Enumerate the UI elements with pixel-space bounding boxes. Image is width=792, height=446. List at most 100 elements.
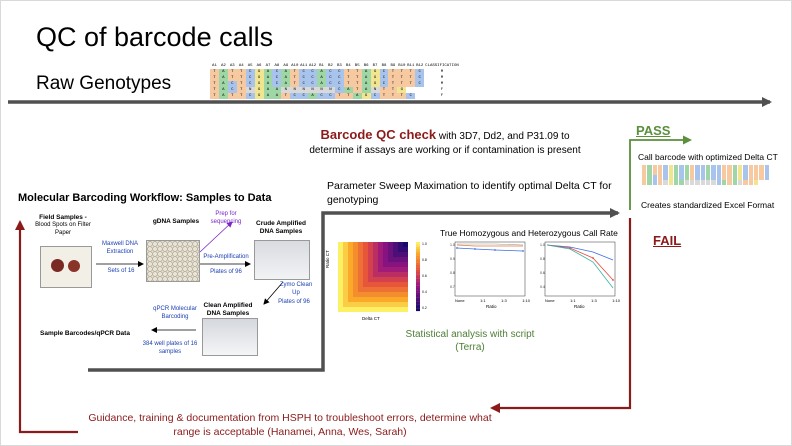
genotype-header-cell: B11 <box>407 64 415 68</box>
heatmap-cell <box>373 302 378 307</box>
heatmap-colorbar-segment <box>416 269 420 272</box>
output-table-cell <box>684 175 690 180</box>
genotype-call: T <box>236 93 246 99</box>
genotype-call: A <box>263 75 273 81</box>
heatmap-cell <box>348 262 353 267</box>
output-table-cell <box>737 175 744 180</box>
heatmap-cell <box>393 262 398 267</box>
heatmap-cell <box>358 282 363 287</box>
genotype-call: C <box>317 93 326 99</box>
output-table-cell <box>727 170 733 175</box>
genotype-call: A <box>218 81 228 87</box>
genotype-call: G <box>370 81 380 87</box>
genotype-header-cell: B6 <box>363 64 369 68</box>
genotype-header-cell: A5 <box>247 64 253 68</box>
output-table-cell <box>642 165 648 170</box>
call-rate-decline-chart: 1.00.80.60.4 <box>540 241 616 297</box>
genotype-call: A <box>263 93 273 99</box>
heatmap-cell <box>343 257 348 262</box>
heatmap-cell <box>373 287 378 292</box>
heatmap-cell <box>348 277 353 282</box>
genotype-call: A <box>361 81 371 87</box>
genotype-call: C <box>334 69 344 75</box>
heatmap-cell <box>393 272 398 277</box>
pass-arrow <box>629 135 692 210</box>
heatmap-colorbar-segment <box>416 271 420 275</box>
output-table-cell <box>743 180 749 185</box>
genotype-classification: F <box>440 88 444 92</box>
heatmap-colorbar-segment <box>416 244 420 247</box>
pre-amplification-label: Pre-Amplification <box>203 254 249 260</box>
heatmap-cell <box>368 302 373 307</box>
heatmap-cell <box>383 292 388 297</box>
heatmap-colorbar-segment <box>416 255 420 259</box>
heatmap-cell <box>373 242 378 247</box>
heatmap-colorbar-segment <box>416 262 420 266</box>
output-table-cell <box>673 175 680 180</box>
genotype-call: T <box>227 69 237 75</box>
output-table-cell <box>764 180 770 185</box>
heatmap-cell <box>368 282 373 287</box>
heatmap-cell <box>398 307 403 312</box>
output-table-cell <box>743 165 749 170</box>
genotype-call: C <box>299 81 309 87</box>
heatmap-cell <box>368 267 373 272</box>
call-rate-chart-title: True Homozygous and Heterozygous Call Ra… <box>440 228 618 238</box>
heatmap-cell <box>398 297 403 302</box>
heatmap-cell <box>373 272 378 277</box>
genotype-call: T <box>290 81 300 87</box>
genotype-header-cell: B3 <box>336 64 342 68</box>
heatmap-cell <box>378 267 383 272</box>
genotype-call: T <box>210 69 219 75</box>
heatmap-cell <box>343 252 348 257</box>
genotype-call: T <box>210 87 219 93</box>
heatmap-cell <box>358 267 363 272</box>
chart1-xtick: 1:1 <box>480 298 486 303</box>
output-table-cell <box>652 175 658 180</box>
output-table-row <box>642 170 770 175</box>
heatmap-cell <box>388 247 393 252</box>
heatmap-cell <box>378 287 383 292</box>
heatmap-cell <box>398 277 403 282</box>
genotype-call: N <box>370 87 380 93</box>
heatmap-cell <box>348 272 353 277</box>
genotype-call: G <box>397 87 407 93</box>
chart2-xtick: 1:10 <box>612 298 620 303</box>
heatmap-cell <box>378 252 383 257</box>
fail-label: FAIL <box>653 233 682 248</box>
genotype-call: T <box>290 75 300 81</box>
genotype-call: T <box>397 81 407 87</box>
heatmap-cell <box>398 282 403 287</box>
output-table-cell <box>663 175 669 180</box>
pass-label: PASS <box>636 123 671 138</box>
genotype-call: A <box>218 75 228 81</box>
genotype-call: A <box>281 69 291 75</box>
heatmap-colorbar-segment <box>416 292 420 295</box>
genotype-header-cell: B1 <box>319 64 324 68</box>
heatmap-cell <box>388 287 393 292</box>
genotype-call: C <box>334 75 344 81</box>
genotype-call: C <box>272 75 282 81</box>
heatmap-cell <box>378 272 383 277</box>
genotype-call: A <box>352 93 362 99</box>
genotype-classification: F <box>440 94 444 98</box>
genotype-header-cell: A10 <box>291 64 299 68</box>
output-table-cell <box>711 180 717 185</box>
heatmap-cell <box>358 292 363 297</box>
heatmap-cell <box>388 292 393 297</box>
heatmap-cell <box>353 257 358 262</box>
output-table-cell <box>700 165 706 170</box>
genotype-call: C <box>272 81 282 87</box>
heatmap-cell <box>343 242 348 247</box>
heatmap-cell <box>383 282 388 287</box>
heatmap-cell <box>363 272 368 277</box>
heatmap-ylabel: Ratio CT <box>325 250 330 268</box>
output-table-cell <box>759 165 765 170</box>
genotype-call: A <box>361 75 371 81</box>
output-table-cell <box>721 165 728 170</box>
call-barcode-text: Call barcode with optimized Delta CT <box>638 152 778 162</box>
well-plates-label: 384 well plates of 16 samples <box>142 341 198 355</box>
genotype-call: C <box>325 93 335 99</box>
genotype-call: T <box>343 69 353 75</box>
heatmap-cell <box>383 297 388 302</box>
